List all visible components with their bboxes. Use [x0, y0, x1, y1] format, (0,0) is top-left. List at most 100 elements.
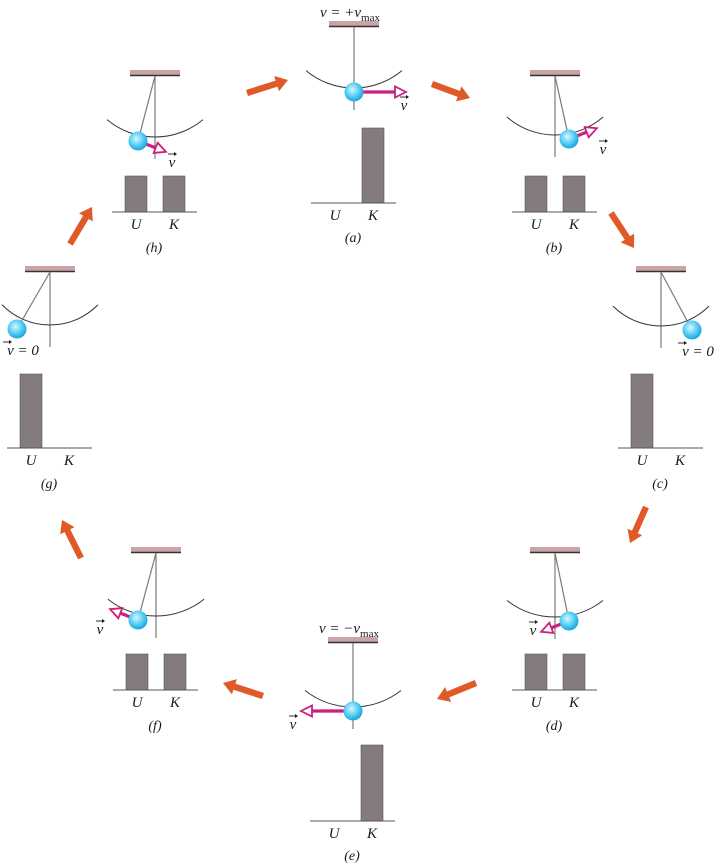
axis-label-U: U: [531, 217, 543, 233]
velocity-label: v: [530, 623, 537, 639]
velocity-label: v: [600, 142, 607, 158]
swing-arc: [612, 305, 710, 327]
potential-energy-bar: [524, 175, 548, 213]
pendulum-bob: [559, 611, 579, 631]
kinetic-energy-bar: [163, 653, 187, 691]
kinetic-energy-bar: [360, 744, 384, 822]
axis-label-U: U: [131, 217, 143, 233]
ceiling-mount: [131, 547, 181, 552]
axis-label-U: U: [330, 208, 342, 224]
pendulum-string: [16, 271, 51, 330]
pendulum-string: [554, 552, 570, 622]
swing-arc: [107, 598, 205, 617]
velocity-arrow-head: [298, 704, 313, 718]
cycle-arrows: [60, 76, 649, 702]
panel-f: vU K (f): [96, 547, 205, 734]
velocity-arrow-head: [583, 126, 599, 139]
axis-label-K: K: [63, 453, 75, 469]
velocity-label: v: [169, 155, 176, 171]
vector-arrow-tip: [684, 341, 687, 345]
vector-arrow-tip: [174, 152, 177, 156]
vector-arrow-tip: [406, 95, 409, 99]
axis-label-U: U: [531, 695, 543, 711]
kinetic-energy-bar: [361, 127, 385, 204]
kinetic-energy-bar: [562, 175, 586, 213]
axis-label-U: U: [26, 453, 38, 469]
velocity-label: v: [97, 622, 104, 638]
velocity-label: v: [401, 98, 408, 114]
caption-main: v = +v: [320, 5, 361, 21]
pendulum-bob: [343, 701, 363, 721]
axis-label-U: U: [637, 453, 649, 469]
ceiling-mount: [636, 266, 686, 271]
cycle-arrow-h-to-a: [67, 207, 93, 246]
velocity-label: v = 0: [7, 343, 39, 359]
axis-label-K: K: [366, 826, 378, 842]
ceiling-mount: [329, 21, 379, 26]
axis-label-K: K: [168, 217, 180, 233]
panel-label: (e): [344, 849, 360, 864]
panel-label: (g): [41, 477, 58, 492]
velocity-arrow-shaft: [119, 611, 131, 619]
panel-g: v = 0 U K (g): [1, 266, 99, 492]
cycle-arrow-e-to-f: [437, 680, 478, 702]
velocity-arrow-shaft: [550, 622, 562, 630]
swing-arc: [506, 600, 604, 618]
axis-label-U: U: [329, 826, 341, 842]
vector-arrow-tip: [535, 620, 538, 624]
cycle-arrow-a-to-b: [246, 76, 288, 97]
panel-h: vU K (h): [106, 70, 204, 256]
panel-label: (f): [148, 719, 162, 734]
potential-energy-bar: [125, 653, 149, 691]
cycle-arrow-b-to-c: [430, 80, 470, 102]
pendulum-bob: [7, 319, 27, 339]
axis-label-K: K: [568, 217, 580, 233]
velocity-arrow-shaft: [145, 142, 157, 150]
swing-arc: [1, 304, 99, 326]
kinetic-energy-bar: [562, 653, 586, 691]
pendulum-bob: [682, 320, 702, 340]
ceiling-mount: [530, 70, 580, 75]
panel-label: (a): [345, 231, 362, 246]
velocity-arrow-head: [108, 607, 124, 620]
ceiling-mount: [130, 70, 180, 75]
swing-arc: [506, 116, 604, 136]
cycle-arrow-g-to-h: [60, 520, 84, 560]
pendulum-bob: [344, 82, 364, 102]
kinetic-energy-bar: [162, 175, 186, 213]
axis-label-K: K: [568, 695, 580, 711]
vector-arrow-tip: [9, 340, 12, 344]
velocity-label: v = 0: [682, 344, 714, 360]
velocity-arrow-head: [394, 85, 409, 99]
potential-energy-bar: [124, 175, 148, 213]
potential-energy-bar: [19, 373, 43, 449]
ceiling-mount: [530, 547, 580, 552]
vector-arrow-tip: [295, 714, 298, 718]
ceiling-mount: [25, 266, 75, 271]
caption-main: v = −v: [319, 621, 360, 637]
panel-label: (h): [146, 241, 163, 256]
axis-label-K: K: [367, 208, 379, 224]
cycle-arrow-f-to-g: [223, 679, 264, 700]
axis-label-U: U: [132, 695, 144, 711]
ceiling-mount: [328, 637, 378, 642]
cycle-arrow-d-to-e: [627, 505, 649, 543]
pendulum-bob: [128, 610, 148, 630]
pendulum-bob: [559, 129, 579, 149]
panel-label: (b): [546, 241, 563, 256]
vector-arrow-tip: [605, 139, 608, 143]
panel-label: (c): [652, 477, 668, 492]
pendulum-string: [554, 75, 570, 140]
velocity-label: v: [290, 717, 297, 733]
pendulum-string: [660, 271, 693, 331]
potential-energy-bar: [630, 373, 654, 449]
potential-energy-bar: [524, 653, 548, 691]
axis-label-K: K: [169, 695, 181, 711]
panel-b: vU K (b): [506, 70, 608, 256]
velocity-arrow-shaft: [576, 130, 588, 138]
velocity-arrow-head: [539, 621, 555, 634]
